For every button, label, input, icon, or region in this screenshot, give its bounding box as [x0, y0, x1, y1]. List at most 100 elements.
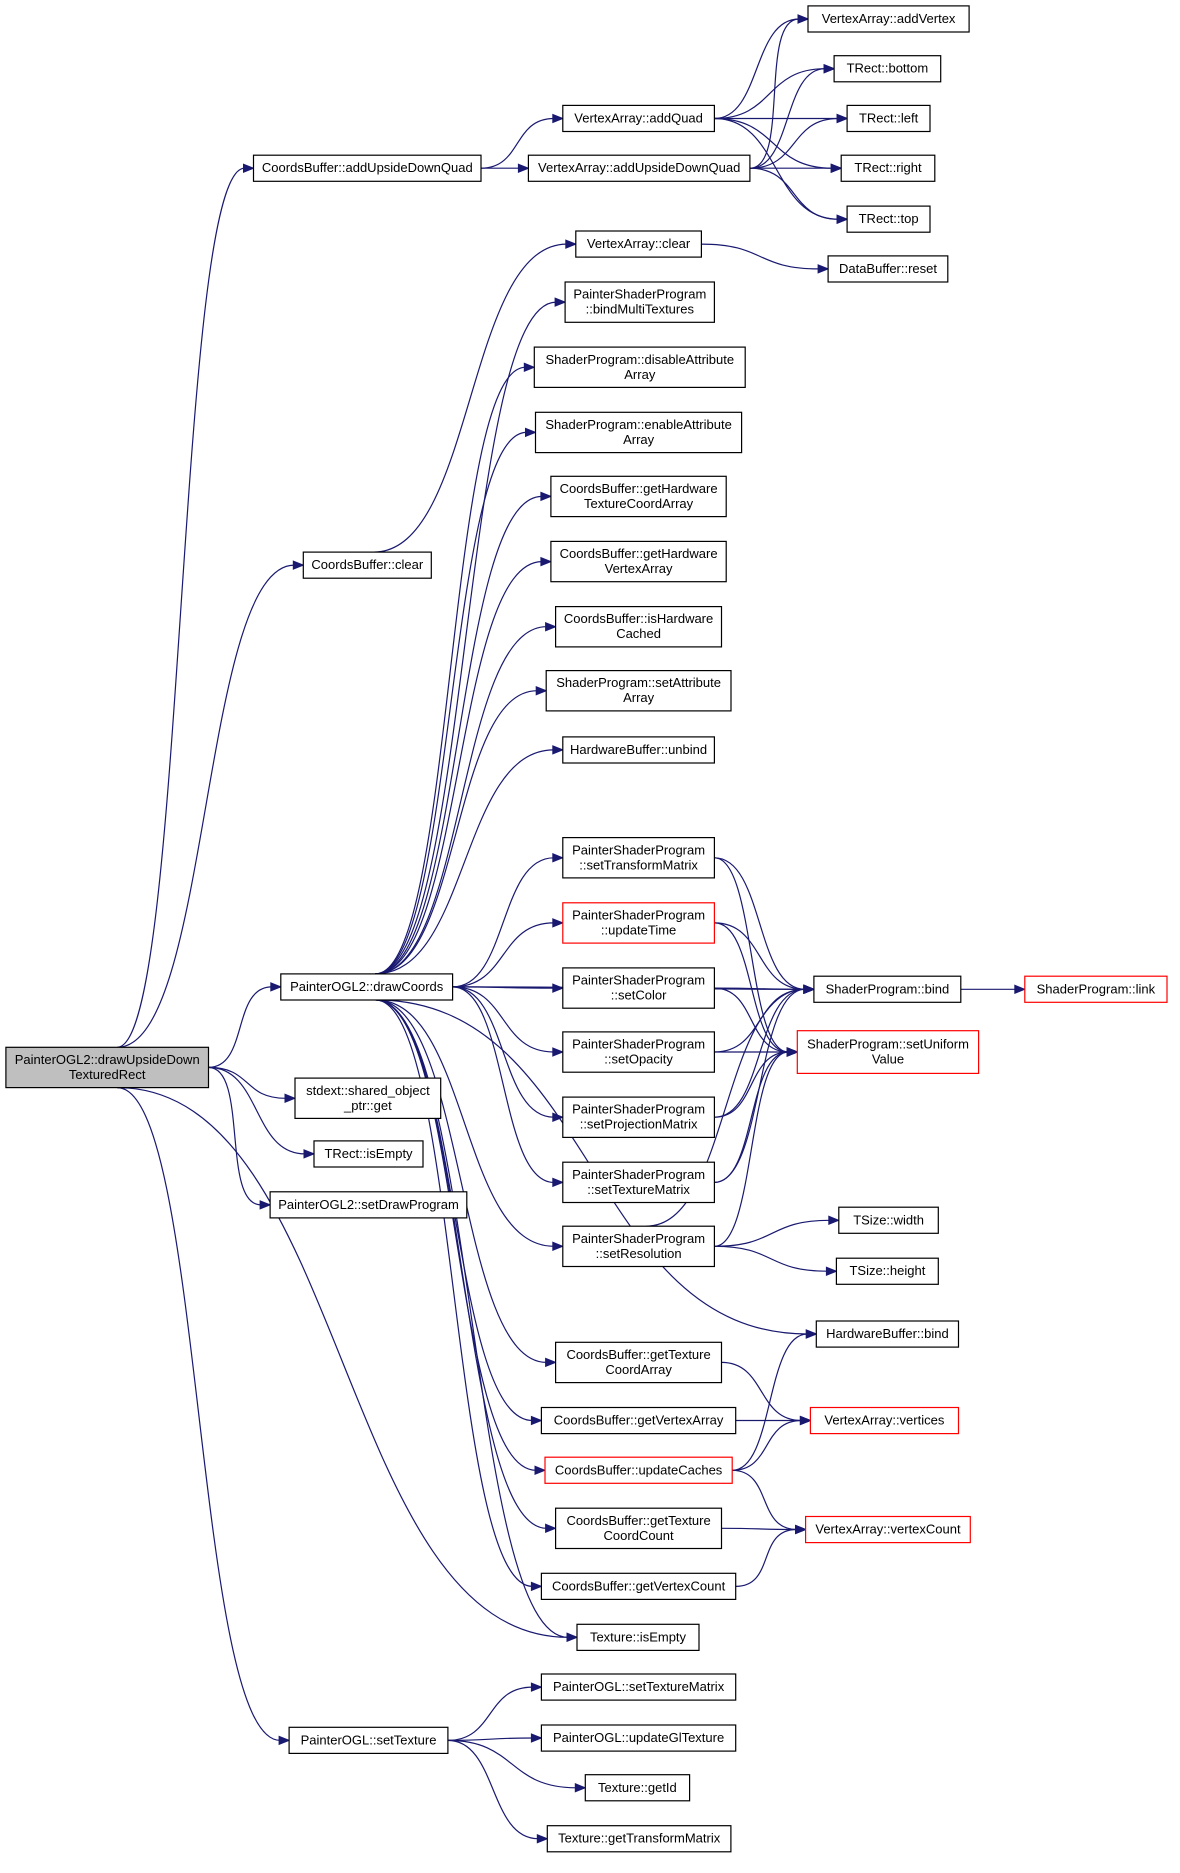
arrowhead-icon: [525, 427, 537, 438]
edge-cbAddUDQ-vaAddQuad: [480, 117, 554, 169]
node-vaClear[interactable]: VertexArray::clear: [575, 230, 702, 258]
node-cbGetVertCnt[interactable]: CoordsBuffer::getVertexCount: [540, 1572, 737, 1601]
node-cbUpdateCaches[interactable]: CoordsBuffer::updateCaches: [544, 1456, 733, 1484]
node-box: [294, 1077, 442, 1119]
arrowhead-icon: [530, 1581, 543, 1592]
node-trLeft[interactable]: TRect::left: [846, 104, 931, 133]
arrowhead-icon: [545, 621, 557, 632]
node-box: [838, 1206, 939, 1234]
edge-drawCoords-texIsEmpty: [375, 999, 569, 1638]
edge-root-drawCoords: [208, 986, 272, 1068]
node-vaVertices[interactable]: VertexArray::vertices: [809, 1406, 960, 1435]
arrowhead-icon: [552, 1177, 565, 1188]
node-cbGetHwTex[interactable]: CoordsBuffer::getHardwareTextureCoordArr…: [550, 475, 727, 518]
node-label: Texture::getTransformMatrix: [558, 1831, 721, 1846]
node-label: ::setOpacity: [604, 1052, 673, 1067]
node-trRight[interactable]: TRect::right: [840, 154, 936, 182]
node-trIsEmpty[interactable]: TRect::isEmpty: [313, 1140, 424, 1168]
node-spBind[interactable]: ShaderProgram::bind: [813, 975, 962, 1003]
node-label: PainterShaderProgram: [572, 1102, 705, 1117]
node-pspUpdateTime[interactable]: PainterShaderProgram::updateTime: [562, 902, 715, 944]
node-tsHeight[interactable]: TSize::height: [835, 1257, 939, 1285]
node-dbReset[interactable]: DataBuffer::reset: [827, 255, 949, 283]
node-pspSetTexMat[interactable]: PainterShaderProgram::setTextureMatrix: [562, 1161, 715, 1204]
node-label: TRect::isEmpty: [324, 1146, 413, 1161]
node-pspBindMulti[interactable]: PainterShaderProgram::bindMultiTextures: [564, 281, 715, 323]
node-label: Array: [624, 367, 656, 382]
edge-drawCoords-pspSetTransform: [452, 857, 554, 988]
node-label: ::updateTime: [601, 922, 676, 937]
edge-drawCoords-cbGetTexCoordCnt: [375, 999, 547, 1529]
node-hbBind[interactable]: HardwareBuffer::bind: [815, 1320, 960, 1348]
node-pspSetOpacity[interactable]: PainterShaderProgram::setOpacity: [562, 1031, 715, 1073]
edge-drawCoords-spSetAttr: [375, 690, 538, 975]
node-cbAddUDQ[interactable]: CoordsBuffer::addUpsideDownQuad: [252, 154, 482, 182]
node-vaAddUDQ[interactable]: VertexArray::addUpsideDownQuad: [527, 154, 751, 182]
node-cbGetVertArr[interactable]: CoordsBuffer::getVertexArray: [540, 1406, 737, 1435]
arrowhead-icon: [799, 1415, 812, 1426]
node-texGetTransform[interactable]: Texture::getTransformMatrix: [546, 1825, 732, 1853]
node-label: ::bindMultiTextures: [586, 302, 695, 317]
arrowhead-icon: [795, 1524, 807, 1535]
node-sharedGet[interactable]: stdext::shared_object_ptr::get: [294, 1077, 442, 1119]
arrowhead-icon: [243, 163, 255, 173]
arrowhead-icon: [836, 214, 849, 224]
edge-cbUpdateCaches-vaVertexCount: [732, 1469, 797, 1531]
arrowhead-icon: [535, 685, 548, 696]
edge-root-sharedGet: [208, 1066, 287, 1099]
node-box: [545, 669, 732, 712]
node-texGetId[interactable]: Texture::getId: [584, 1774, 691, 1802]
node-pspSetRes[interactable]: PainterShaderProgram::setResolution: [562, 1225, 715, 1268]
node-poSetTexMat[interactable]: PainterOGL::setTextureMatrix: [540, 1673, 737, 1701]
node-label: _ptr::get: [343, 1098, 392, 1113]
arrowhead-icon: [545, 1523, 557, 1534]
node-poUpdateGl[interactable]: PainterOGL::updateGlTexture: [540, 1724, 737, 1752]
edge-pspUpdateTime-spSetUniform: [714, 922, 789, 1053]
node-box: [550, 475, 727, 518]
node-box: [269, 1191, 468, 1219]
node-box: [252, 154, 482, 182]
node-setTexture[interactable]: PainterOGL::setTexture: [288, 1726, 449, 1755]
node-label: ShaderProgram::bind: [826, 981, 950, 996]
node-cbClear[interactable]: CoordsBuffer::clear: [302, 551, 432, 579]
edge-root-cbAddUDQ: [117, 167, 245, 1048]
node-vaVertexCount[interactable]: VertexArray::vertexCount: [804, 1515, 971, 1544]
node-hbUnbind[interactable]: HardwareBuffer::unbind: [562, 736, 715, 764]
node-box: [835, 1257, 939, 1285]
node-label: VertexArray::addQuad: [574, 111, 703, 126]
node-vaAddVertex[interactable]: VertexArray::addVertex: [807, 5, 970, 33]
node-setDrawProgram[interactable]: PainterOGL2::setDrawProgram: [269, 1191, 468, 1219]
node-label: PainterShaderProgram: [572, 1167, 705, 1182]
node-label: CoordArray: [605, 1362, 672, 1377]
node-tsWidth[interactable]: TSize::width: [838, 1206, 939, 1234]
node-box: [809, 1406, 960, 1435]
arrowhead-icon: [523, 362, 536, 373]
node-trTop[interactable]: TRect::top: [846, 205, 931, 233]
node-spLink[interactable]: ShaderProgram::link: [1024, 975, 1168, 1003]
node-pspSetProj[interactable]: PainterShaderProgram::setProjectionMatri…: [562, 1096, 715, 1138]
node-label: DataBuffer::reset: [839, 261, 937, 276]
node-box: [807, 5, 970, 33]
node-box: [554, 1507, 723, 1550]
node-trBottom[interactable]: TRect::bottom: [833, 55, 942, 83]
node-box: [827, 255, 949, 283]
edge-vaAddUDQ-trBottom: [749, 68, 826, 169]
edge-cbUpdateCaches-hbBind: [732, 1333, 808, 1471]
node-drawCoords[interactable]: PainterOGL2::drawCoords: [280, 973, 454, 1001]
node-texIsEmpty[interactable]: Texture::isEmpty: [576, 1623, 700, 1652]
node-pspSetTransform[interactable]: PainterShaderProgram::setTransformMatrix: [562, 836, 715, 879]
edge-pspSetColor-spBind: [714, 987, 805, 990]
node-box: [846, 104, 931, 133]
node-vaAddQuad[interactable]: VertexArray::addQuad: [562, 104, 715, 133]
node-pspSetColor[interactable]: PainterShaderProgram::setColor: [562, 967, 715, 1009]
node-box: [562, 104, 715, 133]
